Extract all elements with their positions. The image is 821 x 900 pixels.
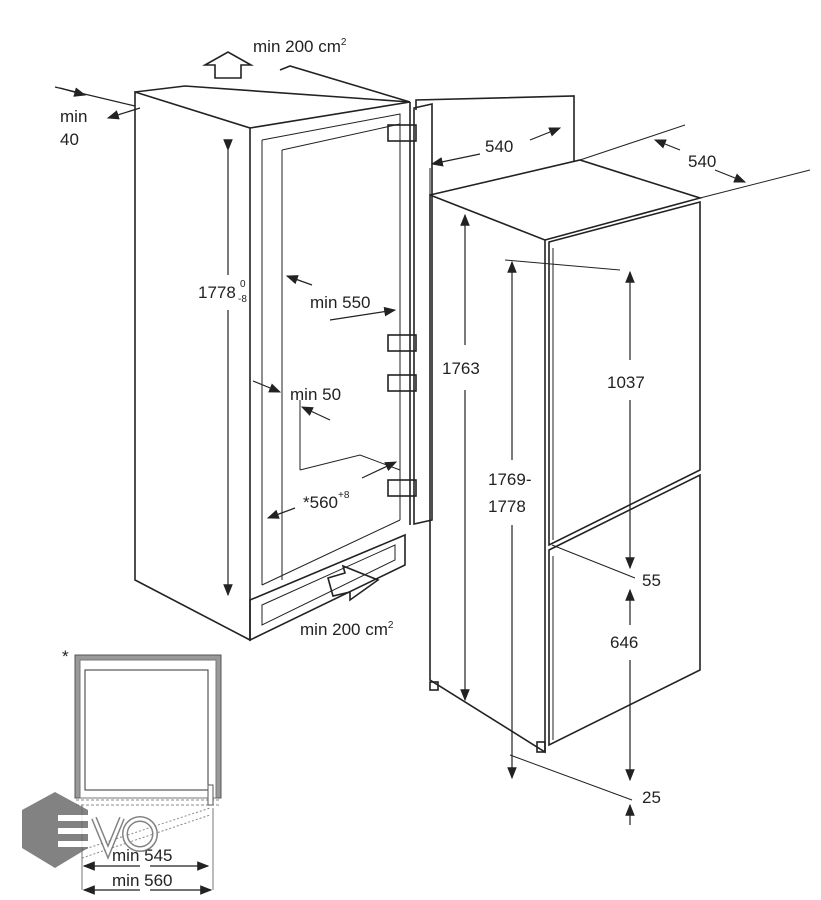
bottom-vent-label: min 200 cm2 <box>300 620 394 639</box>
door-hinges <box>387 103 433 525</box>
top-vent-label: min 200 cm2 <box>253 37 347 56</box>
appliance-width-label: 540 <box>485 137 513 156</box>
side-gap-label-1: min <box>60 107 87 126</box>
total-height-label-2: 1778 <box>488 497 526 516</box>
niche-cabinet <box>134 65 411 642</box>
inset-min-width-2: min 560 <box>112 871 172 890</box>
niche-height-label: 1778 <box>198 283 236 302</box>
bottom-offset-label: 25 <box>642 788 661 807</box>
appliance-height-label: 1763 <box>442 359 480 378</box>
vent-arrow-up-icon <box>201 51 255 79</box>
inset-plan-view: * min 545 min 560 <box>62 647 222 895</box>
rear-gap-label: min 50 <box>290 385 341 404</box>
niche-width-label: *560+8 <box>303 490 350 512</box>
vent-arrow-in-icon <box>327 564 380 602</box>
door-bottom-height-label: 646 <box>610 633 638 652</box>
side-gap-label-2: 40 <box>60 130 79 149</box>
total-height-label-1: 1769- <box>488 470 531 489</box>
inset-min-width-1: min 545 <box>112 846 172 865</box>
inset-note-marker: * <box>62 647 69 666</box>
niche-depth-label: min 550 <box>310 293 370 312</box>
niche-height-tol-lower: -8 <box>238 294 247 305</box>
outline-connector <box>415 95 575 162</box>
niche-height-tol-upper: 0 <box>240 279 246 290</box>
evo-watermark-logo <box>22 792 158 868</box>
door-top-height-label: 1037 <box>607 373 645 392</box>
appliance <box>429 159 703 754</box>
appliance-depth-label: 540 <box>688 152 716 171</box>
door-gap-label: 55 <box>642 571 661 590</box>
